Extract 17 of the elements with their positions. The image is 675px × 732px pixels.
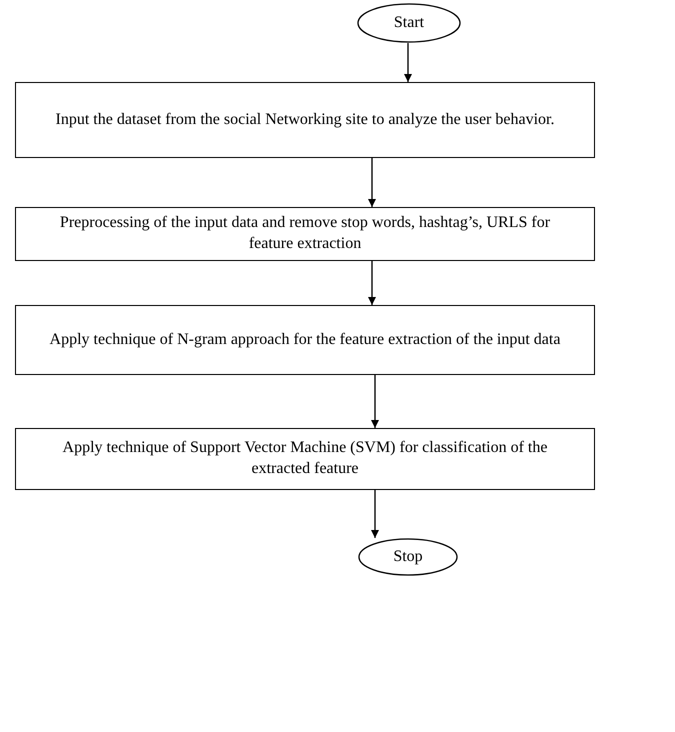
arrow [368, 158, 376, 207]
arrow [371, 375, 379, 428]
start-terminal [357, 3, 461, 43]
terminal-label: Stop [393, 546, 423, 567]
step-text: Input the dataset from the social Networking site to analyze the user behavior. [56, 110, 554, 130]
arrow [404, 43, 412, 82]
process-box [15, 207, 595, 261]
terminal-label: Start [394, 12, 424, 33]
arrow [371, 490, 379, 538]
step-text: Preprocessing of the input data and remove stop words, hashtag’s, URLS for feature extraction [58, 213, 552, 254]
step-text: Apply technique of Support Vector Machine (SVM) for classification of the extracted feature [62, 438, 548, 479]
step-text: Apply technique of N-gram approach for the feature extraction of the input data [50, 330, 560, 350]
process-box [15, 82, 595, 158]
stop-terminal [358, 538, 458, 576]
process-box [15, 428, 595, 490]
arrow [368, 261, 376, 305]
process-box [15, 305, 595, 375]
